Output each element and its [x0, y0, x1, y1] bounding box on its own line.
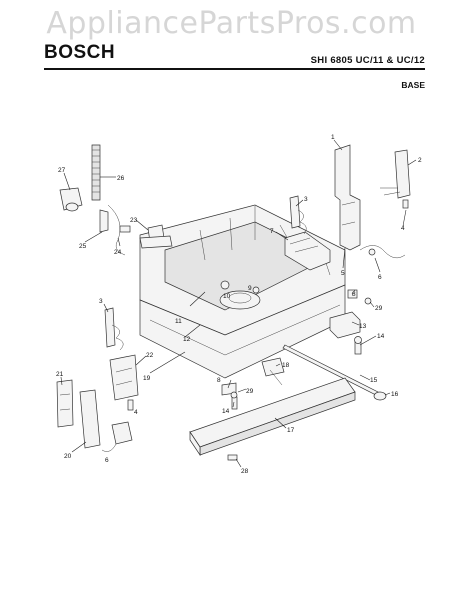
- callout-1: 1: [331, 134, 335, 141]
- bracket-part-7: [284, 231, 331, 271]
- callout-6-right: 6: [378, 274, 382, 281]
- callout-14-right: 14: [377, 333, 385, 340]
- bracket-part-2: [380, 149, 411, 209]
- callout-14-center: 14: [222, 408, 230, 415]
- part-24-25: [99, 204, 131, 256]
- header-rule: [44, 68, 425, 70]
- callout-19: 19: [143, 375, 151, 382]
- spring-bracket-3-upper: [289, 195, 307, 235]
- model-number: SHI 6805 UC/11 & UC/12: [310, 55, 425, 66]
- callout-13: 13: [359, 323, 367, 330]
- hose-part-26: [91, 144, 101, 201]
- callout-7: 7: [270, 228, 274, 235]
- callout-22: 22: [146, 352, 154, 359]
- callout-4-right: 4: [401, 225, 405, 232]
- callout-15: 15: [370, 377, 378, 384]
- leader-lines: [60, 139, 417, 468]
- screw-28: [227, 454, 238, 461]
- callout-10: 10: [223, 293, 231, 300]
- watermark-text: AppliancePartsPros.com: [46, 6, 417, 41]
- callout-18: 18: [282, 362, 290, 369]
- callout-3-lower: 3: [99, 298, 103, 305]
- rod-part-15: [282, 344, 387, 401]
- callout-6-left: 6: [105, 457, 109, 464]
- section-title: BASE: [401, 80, 425, 90]
- bracket-part-1: [334, 144, 361, 251]
- sensor-part-6-right: [359, 245, 406, 259]
- callout-25: 25: [79, 243, 87, 250]
- bracket-part-21: [56, 379, 74, 428]
- brand-logo: BOSCH: [44, 42, 116, 63]
- small-parts-center: [221, 357, 285, 410]
- part-27: [59, 187, 83, 212]
- small-parts-right: [329, 289, 372, 355]
- spring-bracket-3-lower: [104, 307, 124, 351]
- callout-8-right: 8: [352, 291, 356, 298]
- sensor-part-6-left: [101, 421, 133, 452]
- callout-28: 28: [241, 468, 249, 475]
- callout-9: 9: [248, 285, 252, 292]
- callout-12: 12: [183, 336, 191, 343]
- bracket-part-20: [79, 389, 101, 449]
- callout-24: 24: [114, 249, 122, 256]
- kick-plate-17: [189, 377, 356, 457]
- callout-8-center: 8: [217, 377, 221, 384]
- base-tub: [139, 204, 346, 379]
- callout-16: 16: [391, 391, 399, 398]
- callout-11: 11: [175, 318, 182, 325]
- callout-3-upper: 3: [304, 196, 308, 203]
- callout-29-right: 29: [375, 305, 383, 312]
- part-4-left: [127, 399, 134, 411]
- callout-27: 27: [58, 167, 66, 174]
- callout-26: 26: [117, 175, 125, 182]
- callout-2: 2: [418, 157, 422, 164]
- callout-17: 17: [287, 427, 295, 434]
- callout-29-center: 29: [246, 388, 254, 395]
- part-23: [139, 224, 173, 249]
- callout-20: 20: [64, 453, 72, 460]
- callout-labels: 1 2 3 4 5 6 7 8 29 13 14 9 10 11 12 26 2…: [56, 134, 422, 475]
- callout-4-left: 4: [134, 409, 138, 416]
- callout-21: 21: [56, 371, 64, 378]
- bracket-part-22: [109, 354, 139, 401]
- callout-23: 23: [130, 217, 138, 224]
- callout-5: 5: [341, 270, 345, 277]
